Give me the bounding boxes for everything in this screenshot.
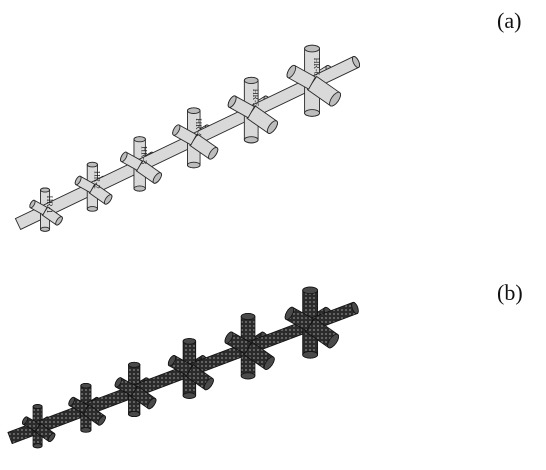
solid-resonator-1-front-branch-end-cap xyxy=(55,216,63,226)
solid-resonator-5-top-neck-end-cap xyxy=(243,76,259,84)
mesh-resonator-4-side-branch-end-cap xyxy=(167,355,176,367)
mesh-resonator-3-bottom-neck-end-cap xyxy=(128,411,141,418)
mesh-resonator-5-front-branch-end-cap xyxy=(263,356,275,370)
resonator-4-label: HR-4 xyxy=(194,118,203,136)
panel-a-solid-model: HR-1 HR-2 HR-3 HR-4 HR-5 HR-6 xyxy=(14,44,361,232)
resonator-2-label: HR-2 xyxy=(92,171,101,189)
solid-resonator-4-bottom-neck-end-cap xyxy=(187,161,201,169)
solid-resonator-3-bottom-neck-end-cap xyxy=(133,185,146,192)
solid-resonator-3-front-branch xyxy=(135,160,162,184)
mesh-resonator-6-bottom-neck-end-cap xyxy=(302,351,319,359)
solid-resonator-2-front-branch-end-cap xyxy=(103,194,113,205)
mesh-resonator-1-top-neck-end-cap xyxy=(32,404,43,410)
solid-resonator-6-front-branch xyxy=(306,75,341,107)
solid-resonator-5-front-branch xyxy=(246,105,278,134)
mesh-resonator-3-side-branch xyxy=(114,377,138,397)
solid-resonator-6-bottom-neck-end-cap xyxy=(304,109,320,117)
mesh-resonator-3-top-neck-end-cap xyxy=(128,361,141,368)
mesh-resonator-4-side-branch xyxy=(167,355,193,377)
solid-resonator-3-side-branch-end-cap xyxy=(120,151,128,163)
mesh-resonator-1-bottom-neck-end-cap xyxy=(32,443,43,449)
mesh-resonator-2-side-branch xyxy=(68,396,89,415)
mesh-resonator-2-front-branch xyxy=(82,404,106,426)
panel-b-label: (b) xyxy=(497,280,523,305)
solid-resonator-2-top-neck-end-cap xyxy=(86,161,98,168)
mesh-resonator-5-side-branch-end-cap xyxy=(224,331,234,344)
resonator-3-label: HR-3 xyxy=(140,146,149,164)
mesh-resonator-2-top-neck-end-cap xyxy=(80,382,92,389)
mesh-resonator-4-front-branch-end-cap xyxy=(203,377,214,391)
solid-resonator-1-side-branch-end-cap xyxy=(29,199,36,209)
mesh-resonator-6-side-branch xyxy=(284,306,315,332)
mesh-resonator-3-front-branch-end-cap xyxy=(147,397,157,410)
solid-resonator-2-side-branch xyxy=(74,175,96,194)
mesh-resonator-1-front-branch xyxy=(34,423,56,443)
solid-resonator-4-side-branch xyxy=(172,124,198,146)
solid-resonator-2-bottom-neck-end-cap xyxy=(86,206,98,212)
solid-resonator-5-side-branch-end-cap xyxy=(227,95,237,108)
solid-resonator-2-front-branch xyxy=(88,183,113,205)
solid-resonator-4-side-branch-end-cap xyxy=(172,124,181,136)
solid-resonator-3-side-branch xyxy=(120,151,143,171)
solid-resonator-4-front-branch xyxy=(189,133,219,160)
solid-resonator-5-bottom-neck-end-cap xyxy=(243,136,259,144)
mesh-resonator-6-top-neck-end-cap xyxy=(302,286,319,295)
solid-main-duct-end-cap xyxy=(351,56,361,68)
mesh-resonator-1-side-branch xyxy=(21,416,41,432)
mesh-resonator-4-front-branch xyxy=(184,364,214,391)
solid-resonator-3-top-neck-end-cap xyxy=(133,136,146,143)
mesh-resonator-3-front-branch xyxy=(130,385,157,410)
solid-resonator-1-top-neck-end-cap xyxy=(40,187,51,193)
mesh-resonator-4-bottom-neck xyxy=(182,370,197,399)
mesh-resonator-5-side-branch xyxy=(224,331,252,355)
solid-resonator-2-side-branch-end-cap xyxy=(74,175,82,186)
solid-resonator-1-front-branch xyxy=(41,206,63,226)
solid-resonator-4-top-neck-end-cap xyxy=(187,107,201,114)
mesh-resonator-6-front-branch xyxy=(304,317,340,349)
mesh-resonator-4-top-neck-end-cap xyxy=(182,338,197,345)
panel-a-label: (a) xyxy=(497,8,522,33)
mesh-resonator-5-bottom-neck-end-cap xyxy=(240,372,256,380)
solid-resonator-1-bottom-neck-end-cap xyxy=(40,226,51,232)
solid-resonator-1-side-branch xyxy=(29,199,48,216)
mesh-resonator-4-bottom-neck-end-cap xyxy=(182,392,197,399)
mesh-resonator-5-front-branch xyxy=(243,341,275,370)
solid-resonator-5-side-branch xyxy=(227,95,255,119)
mesh-resonator-3-side-branch-end-cap xyxy=(114,377,123,388)
solid-resonator-6-front-branch-end-cap xyxy=(329,91,341,107)
mesh-resonator-2-front-branch-end-cap xyxy=(97,415,106,426)
mesh-resonator-5-top-neck-end-cap xyxy=(240,312,256,321)
solid-resonator-4-front-branch-end-cap xyxy=(208,147,219,160)
solid-resonator-3-front-branch-end-cap xyxy=(152,172,162,184)
resonator-1-label: HR-1 xyxy=(45,196,54,214)
mesh-resonator-2-side-branch-end-cap xyxy=(68,396,76,407)
mesh-resonator-6-side-branch-end-cap xyxy=(284,306,295,321)
resonator-6-label: HR-6 xyxy=(312,58,321,76)
solid-resonator-6-side-branch xyxy=(286,64,317,90)
solid-resonator-6-top-neck-end-cap xyxy=(304,44,320,53)
resonator-5-label: HR-5 xyxy=(251,89,260,107)
panel-b-mesh-model xyxy=(7,286,359,449)
mesh-resonator-1-front-branch-end-cap xyxy=(47,432,56,443)
mesh-resonator-6-front-branch-end-cap xyxy=(327,333,340,349)
mesh-resonator-2-bottom-neck-end-cap xyxy=(80,427,92,433)
solid-resonator-5-front-branch-end-cap xyxy=(266,120,278,134)
mesh-main-duct-end-cap xyxy=(351,301,359,315)
solid-resonator-6-side-branch-end-cap xyxy=(286,64,297,79)
mesh-resonator-1-side-branch-end-cap xyxy=(21,416,29,425)
